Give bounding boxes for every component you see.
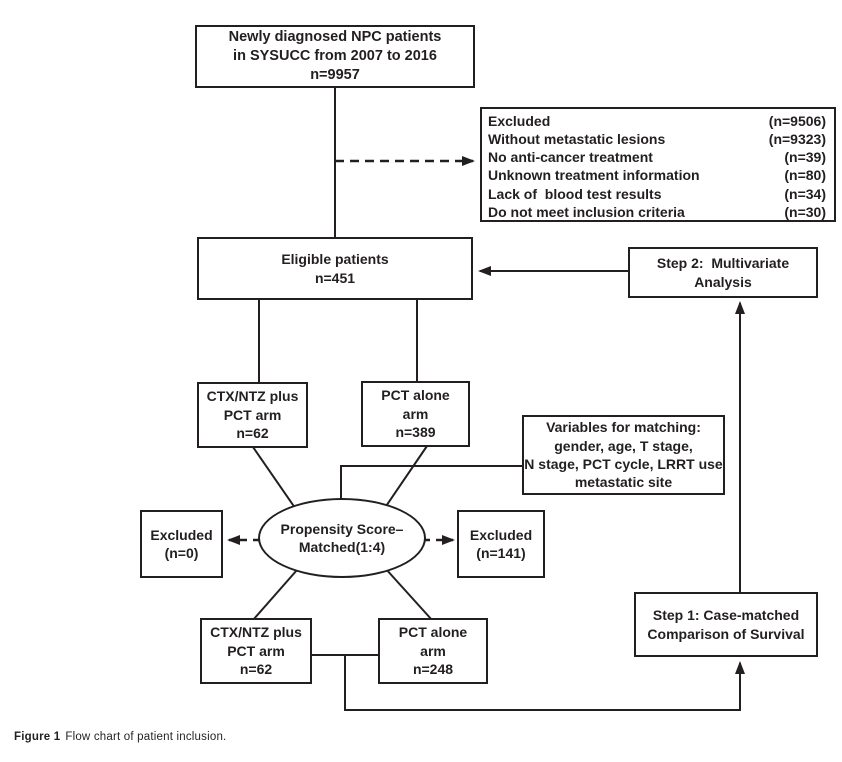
node-matching-variables-label: Variables for matching: gender, age, T s… [524,419,723,491]
exclusion-count: (n=9323) [768,131,826,148]
exclusion-row: Lack of blood test results (n=34) [488,185,826,203]
node-excluded-left: Excluded (n=0) [140,510,223,578]
exclusion-label: No anti-cancer treatment [488,149,653,166]
exclusion-count: (n=9506) [768,112,826,129]
exclusion-row: Without metastatic lesions (n=9323) [488,130,826,148]
node-ctx-ntz-arm-pre-match: CTX/NTZ plus PCT arm n=62 [197,382,308,448]
node-ctx-ntz-arm-pre-match-label: CTX/NTZ plus PCT arm n=62 [206,388,299,442]
connector-ellipse-to-pct-matched [384,567,433,621]
node-newly-diagnosed-label: Newly diagnosed NPC patients in SYSUCC f… [228,28,442,84]
exclusion-label: Unknown treatment information [488,167,700,184]
exclusion-row: Unknown treatment information (n=80) [488,167,826,185]
node-propensity-label: Propensity Score– Matched(1:4) [280,520,404,555]
node-excluded-right: Excluded (n=141) [457,510,545,578]
node-excluded-right-label: Excluded (n=141) [469,526,533,561]
exclusion-count: (n=80) [784,167,826,184]
exclusion-count: (n=39) [784,149,826,166]
node-newly-diagnosed: Newly diagnosed NPC patients in SYSUCC f… [195,25,475,88]
exclusion-row: Excluded (n=9506) [488,112,826,130]
exclusion-label: Without metastatic lesions [488,131,666,148]
node-ctx-ntz-arm-matched: CTX/NTZ plus PCT arm n=62 [200,618,312,684]
node-step2-label: Step 2: Multivariate Analysis [656,255,790,290]
node-eligible-patients-label: Eligible patients n=451 [281,251,389,286]
node-step2-multivariate: Step 2: Multivariate Analysis [628,247,818,298]
exclusion-row: No anti-cancer treatment (n=39) [488,148,826,166]
node-pct-alone-arm-matched: PCT alone arm n=248 [378,618,488,684]
node-step1-label: Step 1: Case-matched Comparison of Survi… [647,607,805,642]
connector-ellipse-to-ctx-matched [252,569,298,621]
figure-caption: Figure 1 Flow chart of patient inclusion. [14,731,226,743]
node-ctx-ntz-arm-matched-label: CTX/NTZ plus PCT arm n=62 [210,624,302,678]
node-propensity-score-matched: Propensity Score– Matched(1:4) [258,498,426,578]
exclusion-count: (n=34) [784,185,826,202]
figure-caption-label: Figure 1 [14,731,61,743]
figure-caption-text: Flow chart of patient inclusion. [65,731,227,743]
node-excluded-left-label: Excluded (n=0) [150,526,213,561]
exclusion-label: Do not meet inclusion criteria [488,203,685,220]
node-step1-case-matched: Step 1: Case-matched Comparison of Survi… [634,592,818,657]
exclusion-row: Do not meet inclusion criteria (n=30) [488,203,826,221]
node-exclusion-reasons: Excluded (n=9506) Without metastatic les… [480,107,836,222]
node-pct-alone-arm-matched-label: PCT alone arm n=248 [398,624,468,678]
connector-variables-to-ellipse [340,465,522,505]
node-pct-alone-arm-pre-match: PCT alone arm n=389 [361,381,470,447]
node-pct-alone-arm-pre-match-label: PCT alone arm n=389 [381,387,450,441]
node-matching-variables: Variables for matching: gender, age, T s… [522,415,725,495]
arrow-matched-to-step1 [344,655,745,711]
node-eligible-patients: Eligible patients n=451 [197,237,473,300]
exclusion-label: Lack of blood test results [488,185,662,202]
exclusion-count: (n=30) [784,203,826,220]
exclusion-label: Excluded [488,112,551,129]
